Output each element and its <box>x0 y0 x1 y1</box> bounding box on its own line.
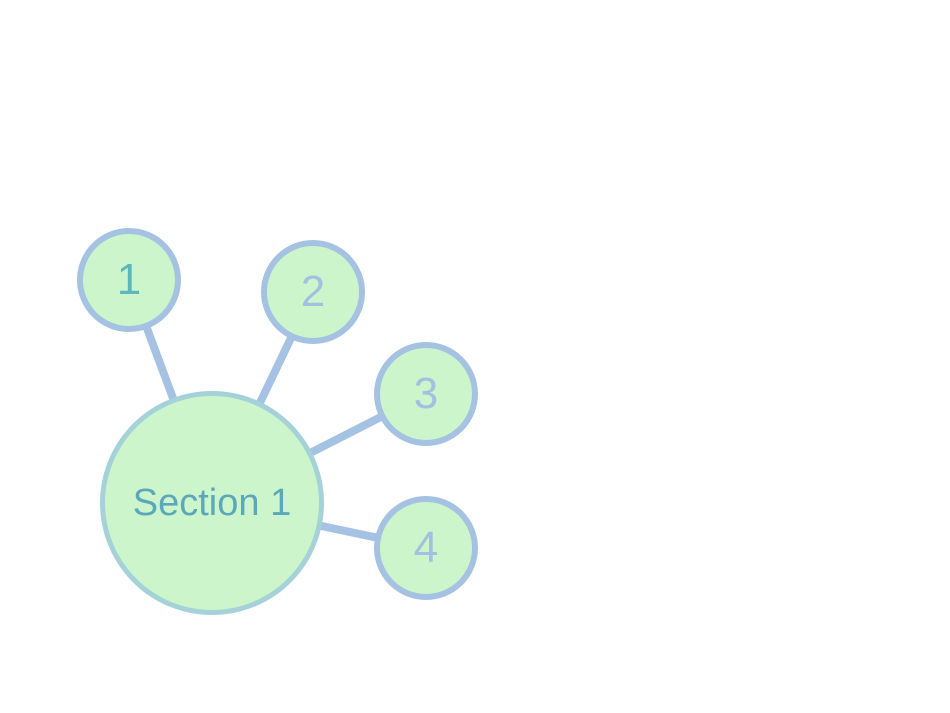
leaf-node-3-label: 3 <box>413 369 439 419</box>
root-node-section-1-label: Section 1 <box>132 481 292 524</box>
leaf-node-2[interactable]: 2 <box>261 240 365 344</box>
root-node-section-1[interactable]: Section 1 <box>100 391 324 615</box>
leaf-node-3[interactable]: 3 <box>374 342 478 446</box>
leaf-node-1-label: 1 <box>116 255 142 305</box>
leaf-node-1[interactable]: 1 <box>77 228 181 332</box>
leaf-node-2-label: 2 <box>300 267 326 317</box>
leaf-node-4-label: 4 <box>413 523 439 573</box>
leaf-node-4[interactable]: 4 <box>374 496 478 600</box>
